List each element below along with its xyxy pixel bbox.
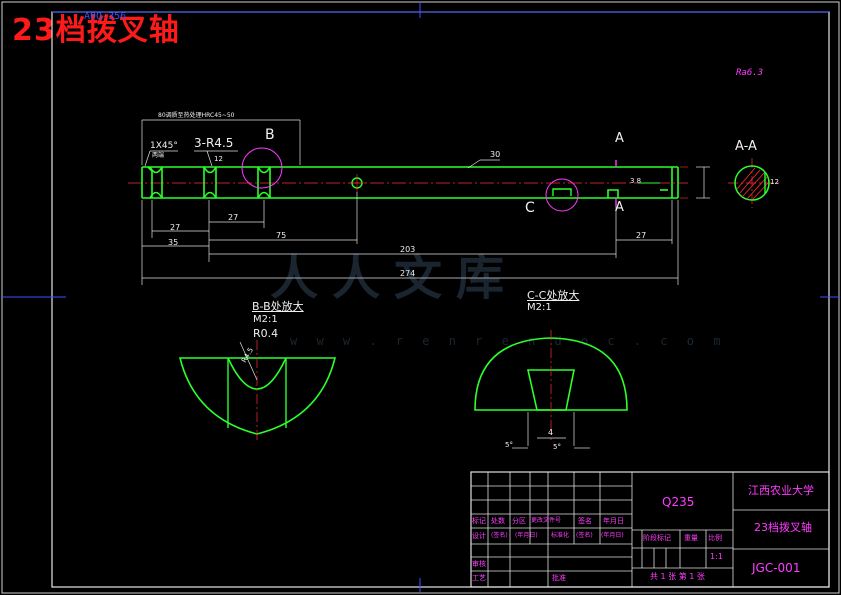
tb-h-count: 处数	[491, 517, 505, 525]
detail-cc-width: 4	[548, 428, 554, 437]
detail-cc-angle-right: 5°	[553, 443, 561, 451]
groove-label: 3-R4.5	[194, 136, 234, 150]
roughness-mark: Ra6.3	[736, 68, 764, 78]
detail-cc-title: C-C处放大	[527, 289, 580, 302]
shaft-main-view	[128, 147, 688, 212]
tb-h-mark: 标记	[472, 517, 486, 525]
tb-r-date1: (年月日)	[515, 532, 538, 539]
section-aa-dim: 12	[770, 178, 779, 186]
drawing-title: 23档拨叉轴	[12, 13, 180, 48]
dim-274-label: 274	[400, 269, 416, 278]
detail-bb-arc-radius: R4.5	[240, 346, 256, 365]
dim-12-label: 12	[214, 155, 223, 163]
dim-35-label: 35	[168, 238, 179, 247]
tb-r-approve: 批准	[552, 574, 566, 582]
tb-r-review: 审核	[472, 560, 486, 568]
tb-material: Q235	[662, 495, 695, 509]
detail-cc-view	[474, 330, 628, 449]
section-a-bottom-label: A	[615, 200, 624, 215]
tb-r-design: 设计	[472, 532, 486, 540]
detail-bb-scale: M2:1	[253, 314, 278, 325]
tb-scale-value: 1:1	[710, 552, 723, 561]
tb-r-date2: (年月日)	[601, 532, 624, 539]
dim-27-right-label: 27	[636, 231, 647, 240]
dim-right-label: 3 8	[630, 177, 642, 185]
tb-h-sign: 签名	[578, 517, 592, 525]
tb-stage-label: 阶段标记	[643, 534, 671, 542]
dim-75-label: 75	[276, 231, 287, 240]
detail-cc-scale: M2:1	[527, 302, 552, 313]
detail-bb-title: B-B处放大	[252, 300, 304, 313]
tb-r-sign2: (签名)	[576, 532, 593, 539]
title-block	[470, 471, 830, 588]
section-aa-title: A-A	[735, 139, 757, 154]
tb-r-process: 工艺	[472, 574, 486, 582]
tb-h-date: 年月日	[603, 517, 624, 525]
tb-r-sign1: (签名)	[491, 532, 508, 539]
detail-b-circle	[241, 147, 283, 189]
watermark-text: 人人文库	[270, 250, 519, 306]
watermark-url: w w w . r e n r e n d o c . c o m	[290, 334, 727, 348]
heat-treatment-note: 80调质至热处理HRC45~50	[158, 112, 235, 119]
section-a-top-label: A	[615, 131, 624, 146]
tb-school: 江西农业大学	[748, 484, 814, 497]
chamfer-sub-label: 两端	[152, 152, 165, 159]
tb-h-zone: 分区	[512, 517, 526, 525]
section-c-label: C	[525, 200, 535, 216]
section-aa-view	[728, 158, 780, 208]
detail-bb-radius: R0.4	[253, 327, 279, 340]
tb-sheets: 共 1 张 第 1 张	[650, 572, 705, 581]
dim-30-label: 30	[490, 150, 501, 159]
detail-c-circle	[545, 178, 579, 212]
dim-27a-label: 27	[170, 223, 181, 232]
dimension-lines	[141, 119, 710, 285]
tb-part-name: 23档拨叉轴	[754, 521, 812, 534]
tb-drawing-no: JGC-001	[752, 561, 801, 575]
dim-27b-label: 27	[228, 213, 239, 222]
section-b-label: B	[265, 127, 275, 143]
detail-bb-view	[178, 340, 337, 440]
tb-scale-label: 比例	[708, 534, 722, 542]
tb-weight-label: 重量	[684, 534, 698, 542]
tb-h-doc: 更改文件号	[531, 517, 562, 524]
dim-203-label: 203	[400, 245, 416, 254]
tb-r-std: 标准化	[551, 532, 570, 539]
detail-cc-angle-left: 5°	[505, 441, 513, 449]
stamp-label: A0Q-356	[84, 11, 127, 22]
chamfer-label: 1X45°	[150, 141, 178, 151]
